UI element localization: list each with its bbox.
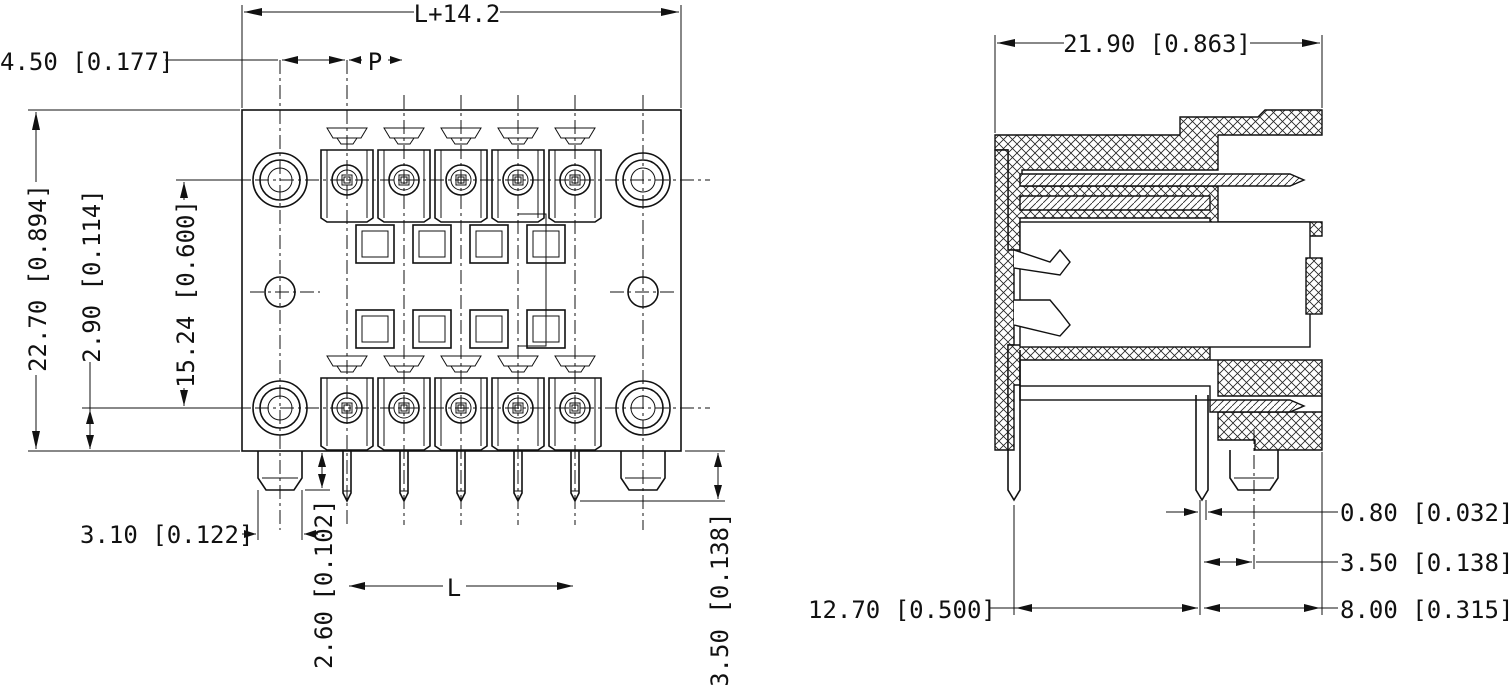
dim-overall-width: L+14.2 <box>414 0 501 28</box>
dim-peg-len-metric: 2.60 <box>310 611 338 669</box>
dim-span: L <box>447 574 461 602</box>
dim-peg-offset: 3.50 [0.138] <box>1340 549 1510 577</box>
dim-front-offset: 8.00 [0.315] <box>1340 596 1510 624</box>
dim-pin-len-metric: 3.50 <box>706 629 734 685</box>
side-view: 21.90 [0.863] 0.80 [0.032] 3.50 [0.138] … <box>808 30 1510 624</box>
dim-hole-offset: 4.50 [0.177] <box>0 48 173 76</box>
dim-peg-len-inch: [0.102] <box>310 499 338 600</box>
dim-height: 22.70 [0.894] <box>24 184 52 372</box>
dim-pitch: P <box>368 48 382 76</box>
dim-pin-row: 12.70 [0.500] <box>808 596 996 624</box>
dim-pin-width: 0.80 [0.032] <box>1340 499 1510 527</box>
dim-pin-len-inch: [0.138] <box>706 512 734 613</box>
side-housing-bottom <box>1007 344 1323 451</box>
dim-depth: 21.90 [0.863] <box>1063 30 1251 58</box>
peg-left <box>257 451 303 491</box>
peg-right <box>620 451 666 491</box>
dim-row-spacing: 15.24 [0.600] <box>172 200 200 388</box>
front-view: L+14.2 4.50 [0.177] P 22.70 [0.894] 2.90… <box>0 0 734 685</box>
dim-peg-dia: 3.10 [0.122] <box>80 521 253 549</box>
dim-bottom-row: 2.90 [0.114] <box>78 189 106 362</box>
